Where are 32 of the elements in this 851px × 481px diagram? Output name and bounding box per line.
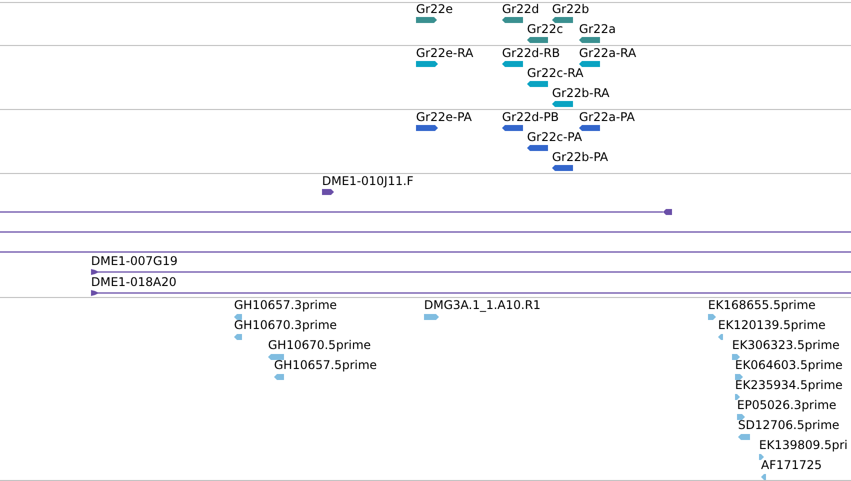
feature-label: Gr22b: [552, 2, 590, 16]
feature-label: Gr22d-PB: [502, 110, 559, 124]
feature-label: Gr22c: [527, 22, 564, 36]
feature-label: EK120139.5prime: [718, 318, 826, 332]
feature-label: EP05026.3prime: [737, 398, 836, 412]
feature-label: DMG3A.1_1.A10.R1: [424, 298, 541, 312]
feature-label: DME1-010J11.F: [322, 174, 414, 188]
feature-label: GH10657.3prime: [234, 298, 337, 312]
feature-label: DME1-007G19: [91, 254, 178, 268]
feature-label: SD12706.5prime: [738, 418, 840, 432]
feature-label: EK139809.5pri: [759, 438, 848, 452]
feature-label: Gr22a: [579, 22, 616, 36]
feature-label: AF171725: [761, 458, 822, 472]
feature-label: EK235934.5prime: [735, 378, 843, 392]
feature-label: Gr22e-RA: [416, 46, 474, 60]
feature-label: GH10657.5prime: [274, 358, 377, 372]
feature-label: DME1-018A20: [91, 275, 177, 289]
feature-label: GH10670.3prime: [234, 318, 337, 332]
feature-label: Gr22d-RB: [502, 46, 560, 60]
feature-label: Gr22b-PA: [552, 150, 608, 164]
feature-label: EK064603.5prime: [735, 358, 843, 372]
feature-label: Gr22c-PA: [527, 130, 582, 144]
feature-label: EK306323.5prime: [732, 338, 840, 352]
feature-label: Gr22c-RA: [527, 66, 584, 80]
feature-label: Gr22a-PA: [579, 110, 635, 124]
feature-label: Gr22e-PA: [416, 110, 472, 124]
feature-label: GH10670.5prime: [268, 338, 371, 352]
feature-label: Gr22e: [416, 2, 453, 16]
feature-label: Gr22b-RA: [552, 86, 610, 100]
feature-label: Gr22d: [502, 2, 540, 16]
feature-label: Gr22a-RA: [579, 46, 636, 60]
feature-label: EK168655.5prime: [708, 298, 816, 312]
